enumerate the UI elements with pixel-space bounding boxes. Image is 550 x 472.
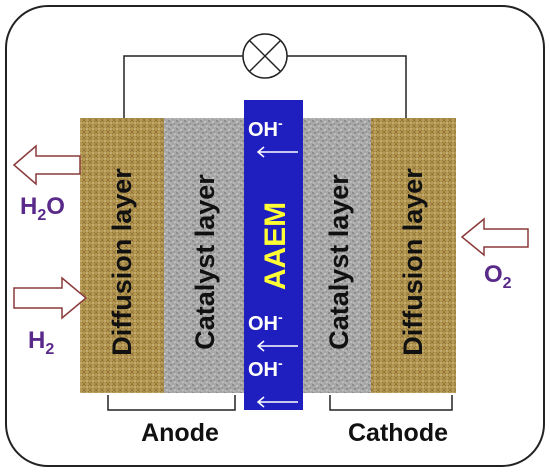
left-arrow-icon <box>256 146 298 158</box>
oxygen-label: O2 <box>484 261 512 292</box>
anode-bracket <box>107 395 236 411</box>
label-anode-diffusion: Diffusion layer <box>107 168 137 356</box>
oxygen-in-arrow-icon <box>460 217 529 257</box>
anode-catalyst-layer <box>164 118 244 393</box>
label-cathode-diffusion: Diffusion layer <box>398 168 428 356</box>
cathode-diffusion-layer <box>371 118 456 393</box>
label-cathode-catalyst: Catalyst layer <box>324 174 354 350</box>
label-anode-catalyst: Catalyst layer <box>190 174 220 350</box>
water-label: H2O <box>20 193 65 224</box>
ion-label: OH- <box>248 355 283 381</box>
left-arrow-icon <box>256 396 298 408</box>
cathode-bracket <box>329 395 453 411</box>
anode-diffusion-layer <box>80 118 164 393</box>
hydrogen-label: H2 <box>28 327 54 358</box>
ion-label: OH- <box>248 309 283 335</box>
anode-label: Anode <box>141 419 219 447</box>
water-out-arrow-icon <box>12 144 81 186</box>
outer-frame <box>5 5 545 467</box>
cathode-catalyst-layer <box>303 118 371 393</box>
label-aaem: AAEM <box>259 202 292 290</box>
left-arrow-icon <box>256 340 298 352</box>
cathode-label: Cathode <box>348 419 448 447</box>
lamp-cross-circle-icon <box>242 33 288 79</box>
hydrogen-in-arrow-icon <box>13 276 88 320</box>
ion-label: OH- <box>248 115 283 141</box>
